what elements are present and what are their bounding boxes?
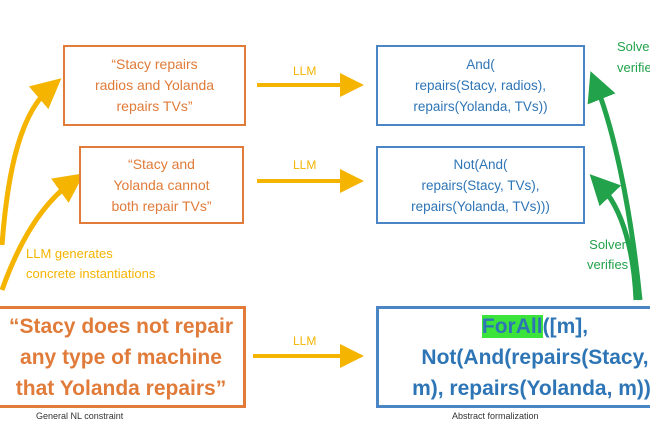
formal-instance-box-1: And( repairs(Stacy, radios), repairs(Yol… [376,45,585,126]
solver-verifies-top: Solver verifies [617,39,650,75]
forall-args: ([m], [542,314,589,338]
nl-instance-box-1: “Stacy repairs radios and Yolanda repair… [63,45,246,126]
caption-nl: General NL constraint [36,411,124,421]
llm-label-3: LLM [293,334,317,348]
caption-formal: Abstract formalization [452,411,539,421]
formal-instance-box-2: Not(And( repairs(Stacy, TVs), repairs(Yo… [376,146,585,224]
formal-line-3: m), repairs(Yolanda, m))) [412,376,650,400]
nl-instance-box-2: “Stacy and Yolanda cannot both repair TV… [79,146,244,224]
solver-arrow-mid [589,174,639,301]
llm-label-2: LLM [293,158,317,172]
generate-arrow-top [0,78,62,246]
solver-arrow-top [587,71,643,301]
generate-arrow-mid [0,173,85,291]
llm-generates-label: LLM generates concrete instantiations [26,246,156,281]
solver-verifies-mid: Solver verifies [587,237,629,272]
formal-line-2: Not(And(repairs(Stacy, [421,345,649,369]
formal-abstract-box: ForAll([m], Not(And(repairs(Stacy, m), r… [376,306,650,408]
nl-constraint-box: “Stacy does not repair any type of machi… [0,306,246,408]
forall-highlight: ForAll [481,314,543,338]
llm-label-1: LLM [293,64,317,78]
